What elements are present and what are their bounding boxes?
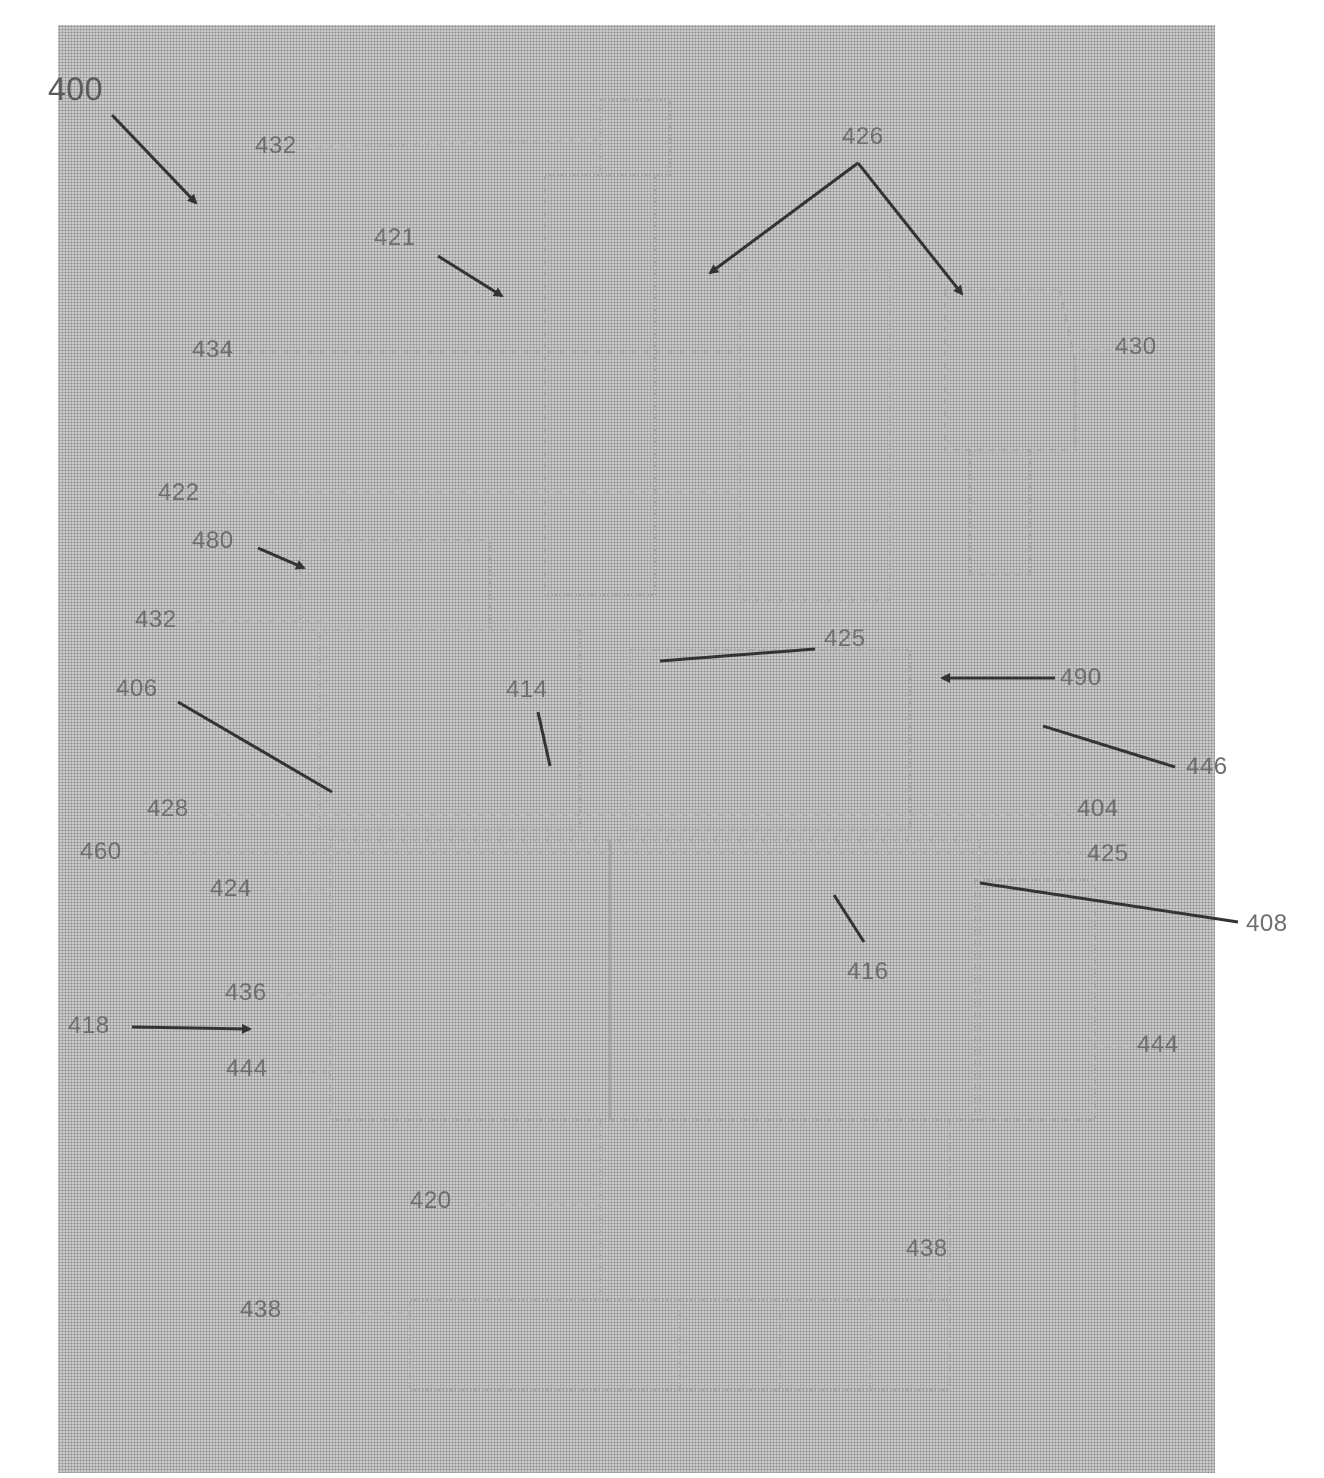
label-404: 404 [1077, 797, 1119, 821]
line-446 [1043, 726, 1175, 767]
base-upper [600, 1120, 950, 1300]
arrow-426-left [710, 163, 858, 273]
label-444-left: 444 [226, 1057, 268, 1081]
label-426: 426 [842, 125, 884, 149]
label-480: 480 [192, 529, 234, 553]
label-444-right: 444 [1137, 1033, 1179, 1057]
reference-numeral-400: 400 [48, 73, 103, 105]
label-416: 416 [847, 960, 889, 984]
leader-lines [140, 140, 1135, 1313]
label-490: 490 [1060, 666, 1102, 690]
left-module [300, 540, 490, 630]
label-414: 414 [506, 678, 548, 702]
label-432-top: 432 [255, 134, 297, 158]
label-438-right: 438 [906, 1237, 948, 1261]
line-406 [178, 702, 332, 792]
label-436: 436 [225, 981, 267, 1005]
arrow-421 [438, 256, 502, 296]
line-414 [538, 712, 550, 766]
arrow-400 [112, 115, 196, 203]
label-420: 420 [410, 1189, 452, 1213]
label-408: 408 [1246, 912, 1288, 936]
label-428: 428 [147, 797, 189, 821]
right-upper-neck [970, 450, 1030, 575]
label-422: 422 [158, 481, 200, 505]
label-425-top: 425 [824, 627, 866, 651]
label-434: 434 [192, 338, 234, 362]
lower-left-chamber [330, 840, 610, 1120]
tower-top [600, 100, 670, 175]
base-lower [410, 1300, 950, 1390]
leader-432-top [310, 140, 600, 147]
middle-body [630, 650, 910, 830]
label-446: 446 [1186, 755, 1228, 779]
lower-right-chamber [975, 880, 1095, 1120]
label-425-right: 425 [1087, 842, 1129, 866]
right-upper-housing [945, 290, 1075, 450]
tower-body [545, 175, 655, 595]
label-460: 460 [80, 840, 122, 864]
label-432-mid: 432 [135, 608, 177, 632]
label-406: 406 [116, 677, 158, 701]
label-430: 430 [1115, 335, 1157, 359]
reference-arrows [112, 115, 1238, 1029]
arrow-426-right [858, 163, 962, 294]
label-418: 418 [68, 1014, 110, 1038]
label-421: 421 [374, 226, 416, 250]
line-416 [834, 895, 864, 942]
label-438-left: 438 [240, 1298, 282, 1322]
center-column [740, 270, 890, 600]
lower-center-chamber [610, 840, 980, 1120]
line-408 [980, 883, 1238, 922]
arrow-418 [132, 1027, 250, 1029]
label-424: 424 [210, 877, 252, 901]
arrow-480 [258, 548, 304, 568]
